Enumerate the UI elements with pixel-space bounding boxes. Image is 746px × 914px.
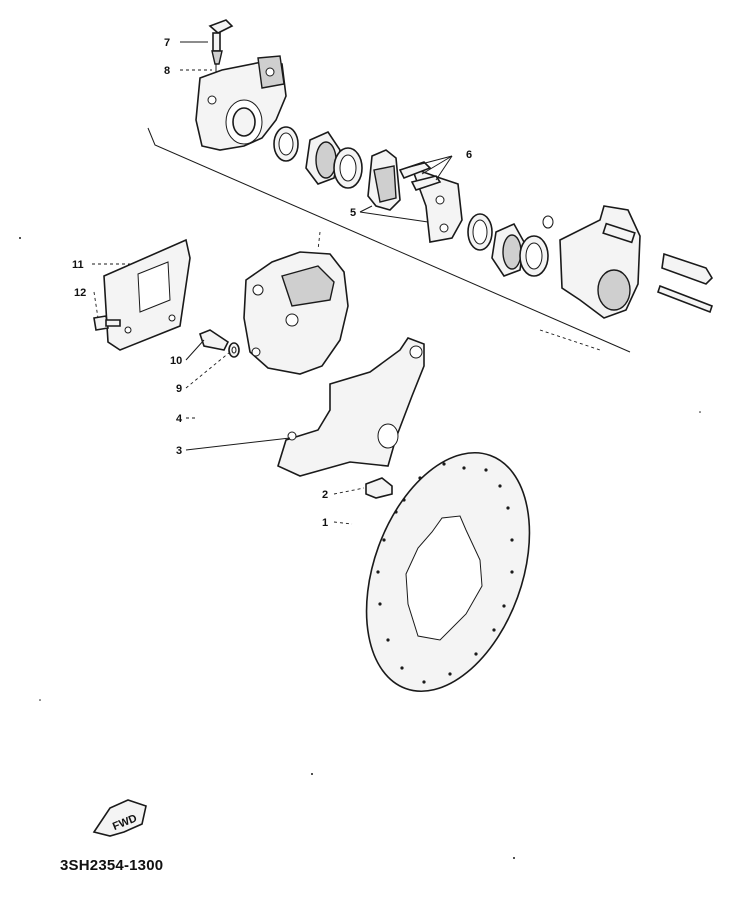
callout-6: 6 <box>466 149 472 161</box>
gasket-plate <box>103 238 191 351</box>
assembly-boundary <box>147 127 631 353</box>
washer <box>228 342 240 358</box>
callout-8: 8 <box>164 65 170 77</box>
upper-piston <box>305 130 341 185</box>
caliper-bracket <box>277 337 425 477</box>
fwd-arrow-icon: FWD <box>92 799 147 837</box>
small-clip <box>542 215 554 229</box>
upper-seal-ring-1 <box>273 126 299 162</box>
callout-4: 4 <box>176 413 183 425</box>
callout-2: 2 <box>322 489 328 501</box>
callout-12: 12 <box>74 287 86 299</box>
caliper-bolt-long <box>661 252 714 285</box>
lower-seal-ring-1 <box>467 213 493 251</box>
caliper-assembly <box>243 251 349 375</box>
callout-5: 5 <box>350 207 356 219</box>
scan-specks <box>19 237 701 859</box>
lower-piston <box>491 222 525 277</box>
bleed-screw <box>208 19 234 72</box>
plate-bolt <box>93 315 121 331</box>
brake-disc <box>365 451 531 693</box>
caliper-outer-half <box>559 205 641 319</box>
callout-9: 9 <box>176 383 182 395</box>
leader-lines <box>92 41 453 525</box>
brake-pad-inner <box>367 149 401 211</box>
disc-bolt <box>365 477 393 499</box>
caliper-mount-bolt <box>199 329 230 351</box>
callout-labels: 7 8 6 5 11 12 10 9 4 3 2 1 <box>72 37 472 529</box>
callout-10: 10 <box>170 355 182 367</box>
callout-7: 7 <box>164 37 170 49</box>
callout-1: 1 <box>322 517 328 529</box>
upper-seal-ring-2 <box>333 147 363 189</box>
callout-3: 3 <box>176 445 182 457</box>
pad-pin-clips <box>398 161 442 191</box>
lower-seal-ring-2 <box>519 235 549 277</box>
disc-vent-holes <box>376 462 514 684</box>
caliper-upper-half <box>195 55 287 151</box>
caliper-pin <box>656 284 714 314</box>
callout-11: 11 <box>72 259 84 271</box>
document-code: 3SH2354-1300 <box>60 857 164 874</box>
